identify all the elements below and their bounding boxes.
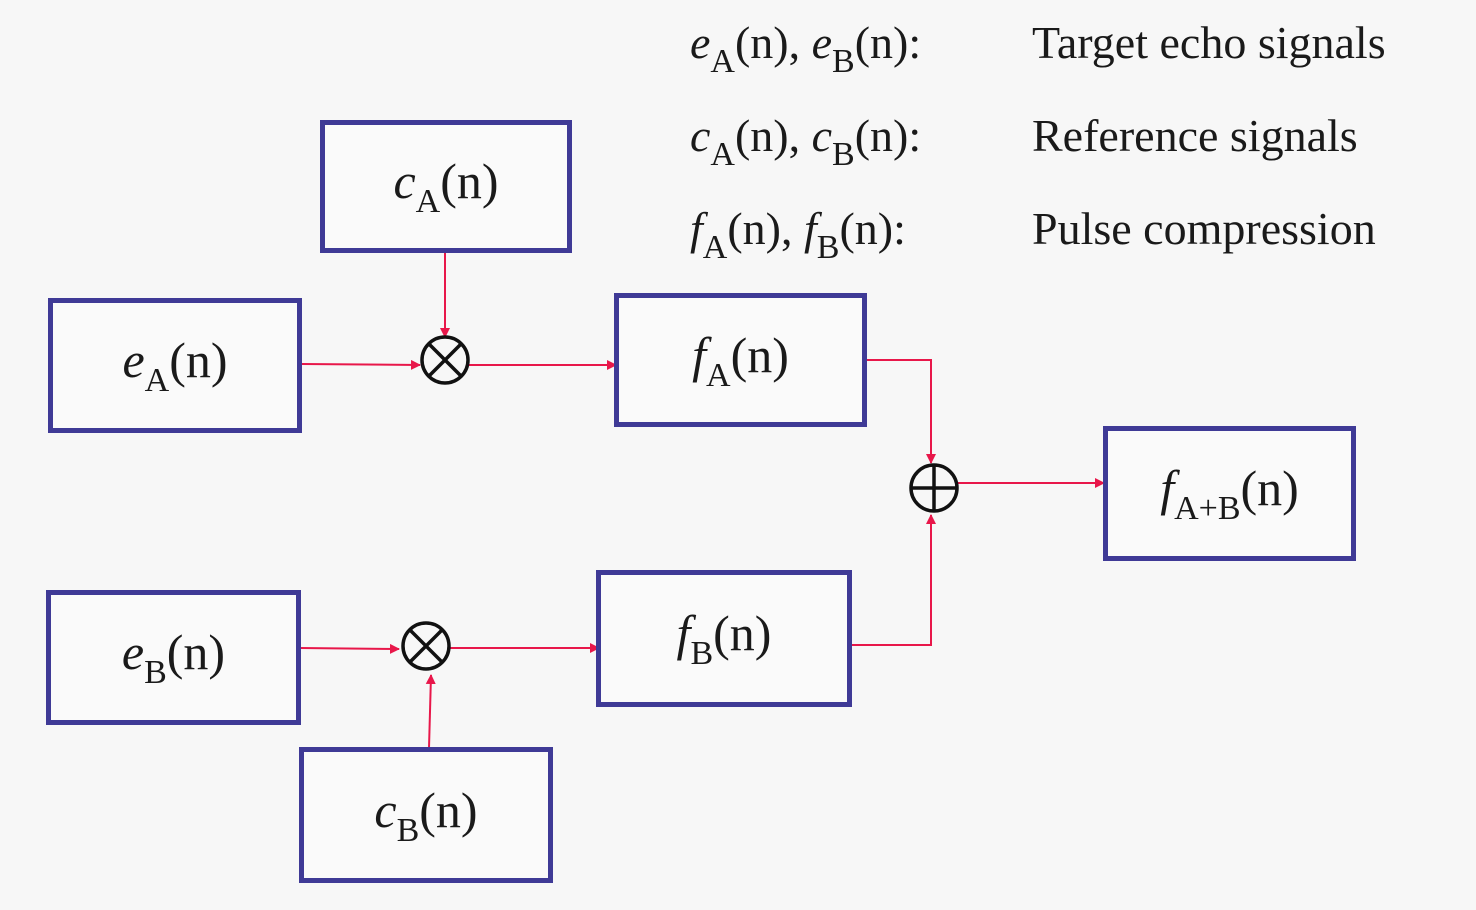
symbol-arg: (n) (854, 17, 909, 68)
label-arg: (n) (166, 624, 226, 680)
label-var: e (121, 624, 145, 680)
symbol-var: c (690, 110, 711, 161)
separator: , (788, 110, 812, 161)
symbol-var: e (811, 17, 833, 68)
label-var: c (374, 781, 397, 838)
block-label: fB(n) (677, 604, 772, 673)
block-label: cB(n) (374, 781, 477, 850)
block-label: fA(n) (692, 326, 789, 395)
symbol-arg: (n) (727, 203, 781, 254)
block-fA: fA(n) (614, 293, 867, 427)
legend-row-echo: eA(n), eB(n): Target echo signals (690, 6, 1386, 99)
arrow-eA-to-multiply (301, 359, 421, 370)
block-fAB: fA+B(n) (1103, 426, 1356, 561)
block-label: eA(n) (122, 331, 227, 400)
label-arg: (n) (730, 326, 789, 383)
legend: eA(n), eB(n): Target echo signals cA(n),… (690, 6, 1386, 285)
symbol-sub: A (710, 43, 735, 80)
label-var: f (1160, 460, 1175, 516)
label-sub: B (690, 635, 714, 672)
block-label: fA+B(n) (1160, 459, 1299, 528)
legend-description: Pulse compression (1032, 203, 1376, 254)
label-sub: B (396, 811, 420, 849)
colon: : (893, 203, 906, 254)
block-eB: eB(n) (46, 590, 301, 725)
block-eA: eA(n) (48, 298, 302, 433)
symbol-var: c (811, 110, 833, 161)
colon: : (908, 110, 922, 161)
legend-symbols: eA(n), eB(n): (690, 6, 1032, 99)
label-var: f (692, 326, 707, 383)
symbol-var: f (690, 203, 703, 254)
legend-description: Target echo signals (1032, 17, 1386, 68)
symbol-sub: B (816, 229, 840, 266)
legend-row-reference: cA(n), cB(n): Reference signals (690, 99, 1386, 192)
label-var: c (393, 153, 416, 209)
label-sub: B (144, 654, 167, 691)
line-fA-to-sum (864, 359, 936, 464)
label-var: e (122, 332, 145, 388)
block-label: cA(n) (393, 152, 498, 221)
label-arg: (n) (440, 153, 499, 209)
sum-operator-icon (909, 463, 959, 513)
colon: : (908, 17, 922, 68)
separator: , (780, 203, 804, 254)
symbol-arg: (n) (734, 110, 789, 161)
symbol-sub: B (832, 136, 855, 173)
block-cB: cB(n) (299, 747, 553, 883)
symbol-var: f (803, 203, 817, 254)
multiply-operator-b-icon (401, 621, 451, 671)
symbol-arg: (n) (734, 17, 789, 68)
arrow-eB-to-multiply (299, 643, 400, 654)
label-sub: A (415, 183, 441, 220)
label-sub: A (144, 362, 170, 399)
symbol-sub: A (710, 136, 735, 173)
line-fB-to-sum (850, 514, 936, 646)
symbol-arg: (n) (854, 110, 909, 161)
legend-symbols: cA(n), cB(n): (690, 99, 1032, 192)
symbol-arg: (n) (839, 203, 894, 254)
block-fB: fB(n) (596, 570, 852, 707)
label-arg: (n) (169, 332, 228, 388)
symbol-sub: A (702, 229, 728, 266)
legend-row-pulse: fA(n), fB(n): Pulse compression (690, 192, 1386, 285)
symbol-sub: B (832, 43, 855, 80)
label-arg: (n) (1240, 460, 1299, 516)
label-sub: A+B (1174, 490, 1241, 527)
multiply-operator-a-icon (420, 335, 470, 385)
arrow-cB-to-multiply (425, 674, 436, 749)
label-var: f (676, 605, 691, 661)
legend-description: Reference signals (1032, 110, 1358, 161)
separator: , (788, 17, 812, 68)
legend-symbols: fA(n), fB(n): (690, 192, 1032, 285)
label-arg: (n) (713, 605, 772, 661)
symbol-var: e (690, 17, 711, 68)
block-label: eB(n) (122, 623, 225, 692)
block-cA: cA(n) (320, 120, 572, 253)
label-arg: (n) (419, 781, 478, 838)
label-sub: A (706, 356, 731, 394)
